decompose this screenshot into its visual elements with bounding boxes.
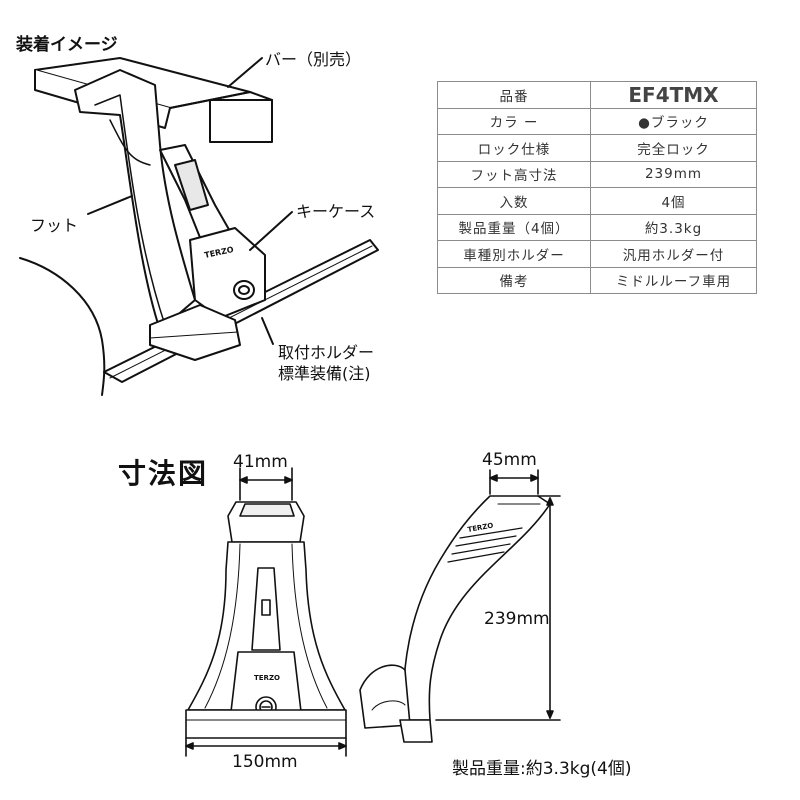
spec-value: EF4TMX <box>590 81 757 109</box>
callout-bar: バー（別売） <box>265 50 362 69</box>
spec-label: 車種別ホルダー <box>437 240 591 268</box>
dimensions-title: 寸法図 <box>118 457 209 490</box>
callout-key-case: キーケース <box>296 202 376 221</box>
spec-row: 備考ミドルルーフ車用 <box>437 266 757 294</box>
install-illustration: TERZO <box>19 57 379 396</box>
callout-holder-line1: 取付ホルダー <box>278 343 375 362</box>
callout-holder-line2: 標準装備(注) <box>278 364 371 383</box>
spec-row: ロック仕様完全ロック <box>437 134 757 162</box>
spec-label: カラ ー <box>437 107 591 135</box>
callout-foot: フット <box>30 216 79 235</box>
weight-note: 製品重量:約3.3kg(4個) <box>452 759 632 779</box>
front-brand-logo: TERZO <box>254 674 280 682</box>
dim-top-width: 41mm <box>233 452 288 472</box>
spec-value: 4個 <box>590 187 757 215</box>
spec-value: 239mm <box>590 160 757 188</box>
spec-value: ●ブラック <box>590 107 757 135</box>
spec-row: 車種別ホルダー汎用ホルダー付 <box>437 240 757 268</box>
dim-height: 239mm <box>484 609 550 629</box>
install-image-title: 装着イメージ <box>16 35 118 55</box>
spec-label: 入数 <box>437 187 591 215</box>
spec-value: 約3.3kg <box>590 213 757 241</box>
spec-label: 備考 <box>437 266 591 294</box>
dim-side-top: 45mm <box>482 450 537 470</box>
dim-base-width: 150mm <box>232 752 298 772</box>
spec-label: 製品重量（4個） <box>437 213 591 241</box>
spec-label: ロック仕様 <box>437 134 591 162</box>
spec-label: フット高寸法 <box>437 160 591 188</box>
spec-value: 汎用ホルダー付 <box>590 240 757 268</box>
spec-value: 完全ロック <box>590 134 757 162</box>
spec-row: カラ ー●ブラック <box>437 107 757 135</box>
dimension-drawing: TERZO TERZO <box>185 467 561 757</box>
spec-label: 品番 <box>437 81 591 109</box>
spec-value: ミドルルーフ車用 <box>590 266 757 294</box>
spec-row: 製品重量（4個）約3.3kg <box>437 213 757 241</box>
